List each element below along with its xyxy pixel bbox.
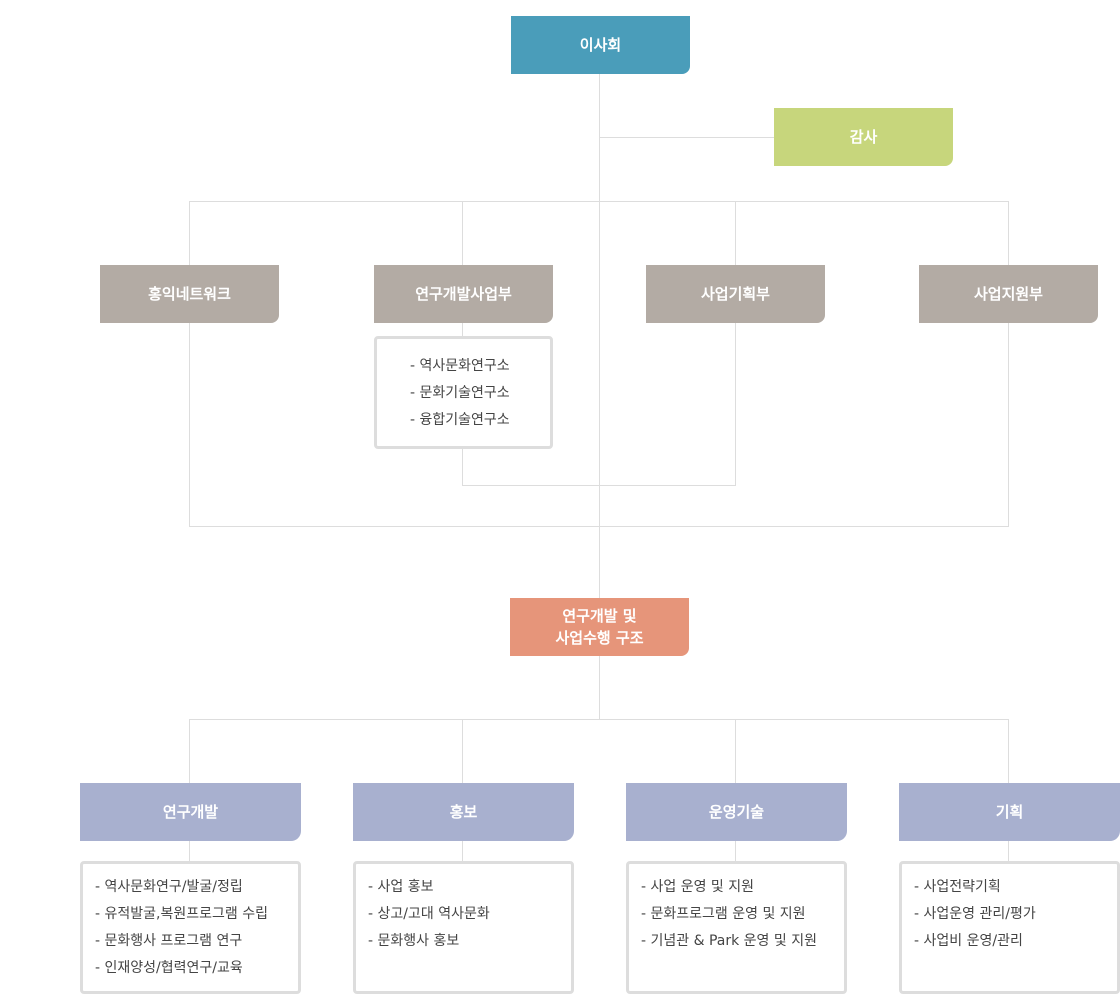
function-items-list: - 사업전략기획 - 사업운영 관리/평가 - 사업비 운영/관리 — [899, 861, 1120, 994]
center-label-line2: 사업수행 구조 — [555, 629, 644, 647]
dept-node-planning: 사업기획부 — [646, 265, 825, 323]
list-item: - 사업 홍보 — [368, 879, 434, 895]
list-item: - 문화기술연구소 — [410, 385, 510, 401]
list-item: - 융합기술연구소 — [410, 412, 510, 428]
list-item: - 사업비 운영/관리 — [914, 933, 1023, 949]
list-item: - 문화행사 프로그램 연구 — [95, 933, 243, 949]
connector-line — [189, 201, 190, 527]
function-items-list: - 사업 홍보 - 상고/고대 역사문화 - 문화행사 홍보 — [353, 861, 574, 994]
list-item: - 인재양성/협력연구/교육 — [95, 960, 243, 976]
list-item: - 문화프로그램 운영 및 지원 — [641, 906, 806, 922]
audit-label: 감사 — [849, 128, 878, 146]
list-item: - 역사문화연구/발굴/정립 — [95, 879, 243, 895]
function-node-pr: 홍보 — [353, 783, 574, 841]
board-label: 이사회 — [579, 36, 622, 54]
center-label-line1: 연구개발 및 — [562, 607, 637, 625]
dept-node-hongik-network: 홍익네트워크 — [100, 265, 279, 323]
dept-node-support: 사업지원부 — [919, 265, 1098, 323]
institutes-list: - 역사문화연구소 - 문화기술연구소 - 융합기술연구소 — [374, 336, 553, 449]
dept-node-rnd: 연구개발사업부 — [374, 265, 553, 323]
connector-line — [599, 74, 600, 526]
dept-label: 홍익네트워크 — [148, 285, 231, 303]
list-item: - 유적발굴,복원프로그램 수립 — [95, 906, 268, 922]
list-item: - 사업 운영 및 지원 — [641, 879, 755, 895]
list-item: - 문화행사 홍보 — [368, 933, 460, 949]
board-node: 이사회 — [511, 16, 690, 74]
list-item: - 사업운영 관리/평가 — [914, 906, 1036, 922]
list-item: - 상고/고대 역사문화 — [368, 906, 490, 922]
dept-label: 사업지원부 — [973, 285, 1043, 303]
list-item: - 사업전략기획 — [914, 879, 1001, 895]
connector-line — [599, 137, 775, 138]
dept-label: 사업기획부 — [700, 285, 770, 303]
connector-line — [599, 526, 600, 598]
connector-line — [735, 201, 736, 486]
function-items-list: - 사업 운영 및 지원 - 문화프로그램 운영 및 지원 - 기념관 & Pa… — [626, 861, 847, 994]
dept-label: 연구개발사업부 — [415, 285, 512, 303]
function-label: 홍보 — [449, 803, 478, 821]
connector-line — [189, 201, 1009, 202]
function-label: 기획 — [995, 803, 1024, 821]
center-node: 연구개발 및 사업수행 구조 — [510, 598, 689, 656]
function-node-planning: 기획 — [899, 783, 1120, 841]
list-item: - 역사문화연구소 — [410, 358, 510, 374]
list-item: - 기념관 & Park 운영 및 지원 — [641, 933, 817, 949]
connector-line — [189, 719, 1009, 720]
function-label: 운영기술 — [708, 803, 765, 821]
connector-line — [599, 656, 600, 719]
function-node-rnd: 연구개발 — [80, 783, 301, 841]
function-label: 연구개발 — [162, 803, 219, 821]
function-node-operations: 운영기술 — [626, 783, 847, 841]
audit-node: 감사 — [774, 108, 953, 166]
connector-line — [462, 485, 736, 486]
function-items-list: - 역사문화연구/발굴/정립 - 유적발굴,복원프로그램 수립 - 문화행사 프… — [80, 861, 301, 994]
connector-line — [1008, 201, 1009, 527]
